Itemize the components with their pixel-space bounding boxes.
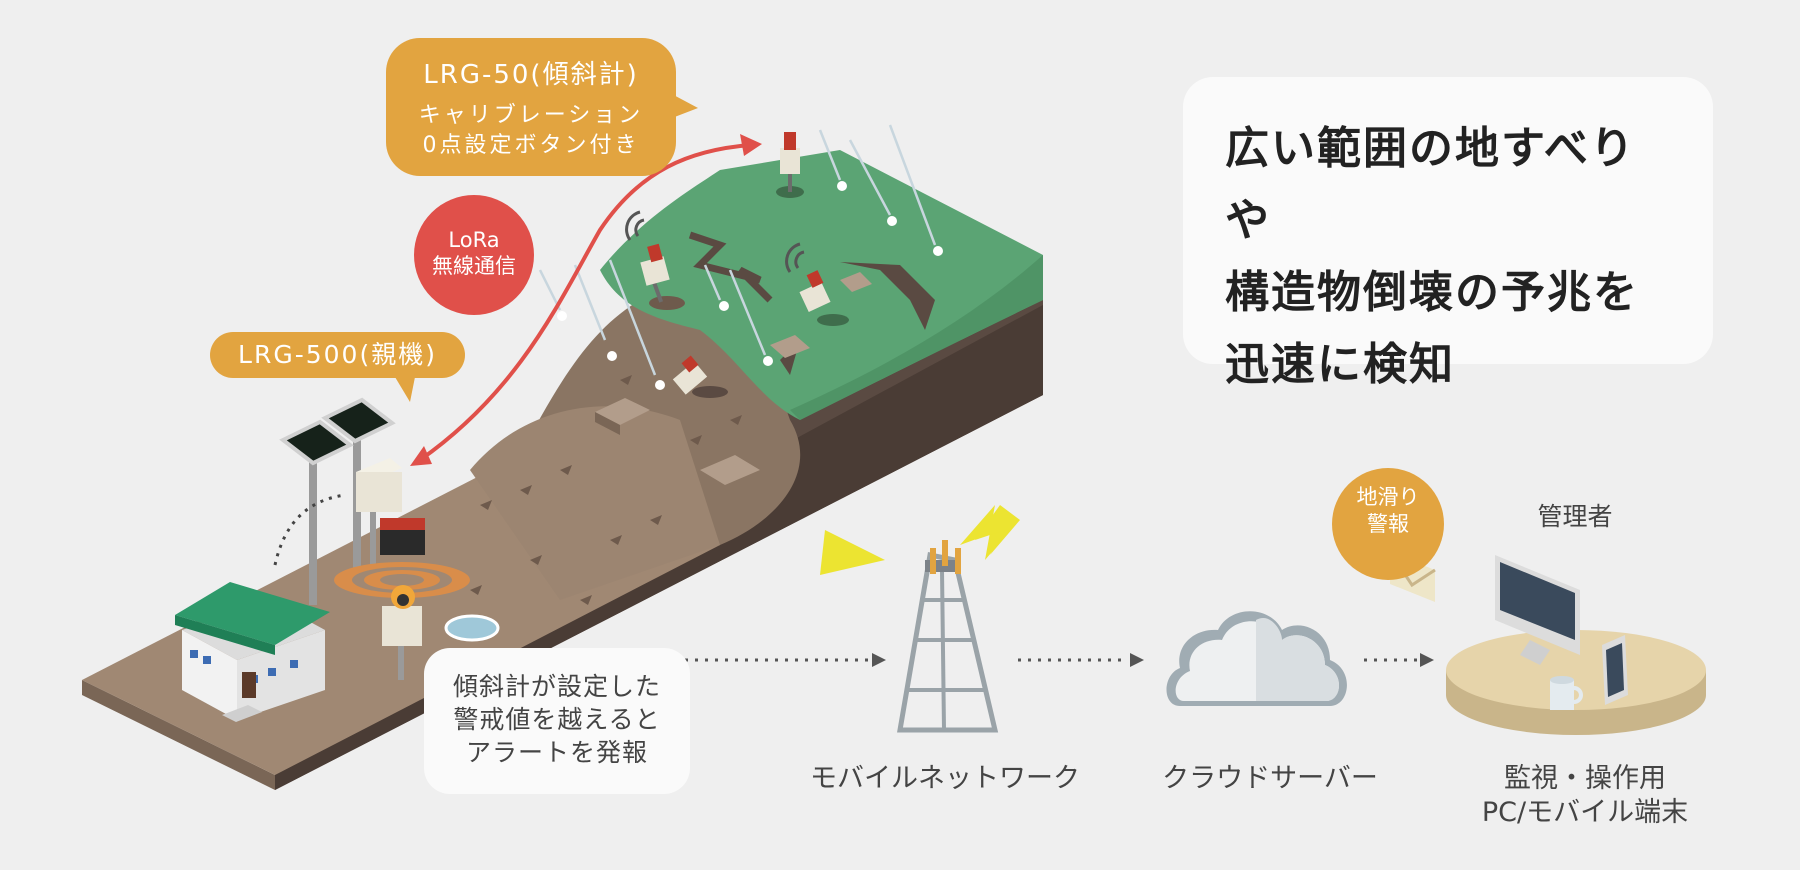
terminal-label-line1: 監視・操作用 (1504, 763, 1666, 794)
alert-badge-line1: 地滑り (1356, 485, 1420, 509)
siren-unit-icon (382, 585, 422, 680)
headline-line1: 広い範囲の地すべりや (1225, 123, 1636, 246)
lrg50-desc-line2: 0点設定ボタン付き (422, 133, 640, 158)
lora-badge: LoRa 無線通信 (414, 195, 534, 315)
lrg500-callout-tail (392, 372, 416, 402)
lora-badge-line2: 無線通信 (432, 254, 516, 278)
tiltmeter-icon (640, 132, 849, 398)
lrg50-desc-line1: キャリブレーション (418, 103, 644, 128)
cloud-server-label: クラウドサーバー (1162, 763, 1378, 794)
raindrops (557, 181, 943, 390)
wireless-signal-icon (625, 210, 805, 273)
alarm-rings (334, 562, 470, 598)
lrg500-unit-icon (356, 458, 425, 567)
house-icon (175, 582, 330, 722)
lrg50-callout: LRG-50(傾斜計) キャリブレーション 0点設定ボタン付き (386, 38, 676, 176)
terminal-label: 監視・操作用 PC/モバイル端末 (1430, 762, 1740, 830)
lrg50-title: LRG-50(傾斜計) (423, 60, 639, 90)
desk-icon (1446, 630, 1706, 735)
lora-arrow (410, 134, 762, 466)
cable (273, 493, 346, 566)
alert-desc-line2: 警戒値を越えると (453, 705, 661, 734)
headline-line2: 構造物倒壊の予兆を (1225, 267, 1639, 318)
radio-tower-icon (820, 505, 1020, 733)
headline-line3: 迅速に検知 (1225, 339, 1455, 390)
alert-description-card: 傾斜計が設定した 警戒値を越えると アラートを発報 (424, 648, 690, 794)
terminal-label-line2: PC/モバイル端末 (1481, 797, 1689, 828)
headline-card: 広い範囲の地すべりや 構造物倒壊の予兆を 迅速に検知 (1183, 77, 1713, 390)
cloud-icon (1166, 611, 1347, 706)
lora-badge-line1: LoRa (448, 228, 500, 252)
desktop-computer-icon (1495, 555, 1580, 665)
mug-icon (1550, 676, 1583, 710)
smartphone-icon (1602, 635, 1628, 705)
lrg500-callout: LRG-500(親機) (210, 332, 465, 378)
alert-badge-line2: 警報 (1367, 512, 1409, 536)
rain-icon (538, 124, 937, 376)
alert-desc-line1: 傾斜計が設定した (452, 672, 661, 701)
landslide-alert-badge: 地滑り 警報 (1332, 468, 1444, 580)
alert-desc-line3: アラートを発報 (465, 738, 648, 767)
admin-label: 管理者 (1537, 502, 1613, 531)
mobile-network-label: モバイルネットワーク (810, 763, 1080, 794)
